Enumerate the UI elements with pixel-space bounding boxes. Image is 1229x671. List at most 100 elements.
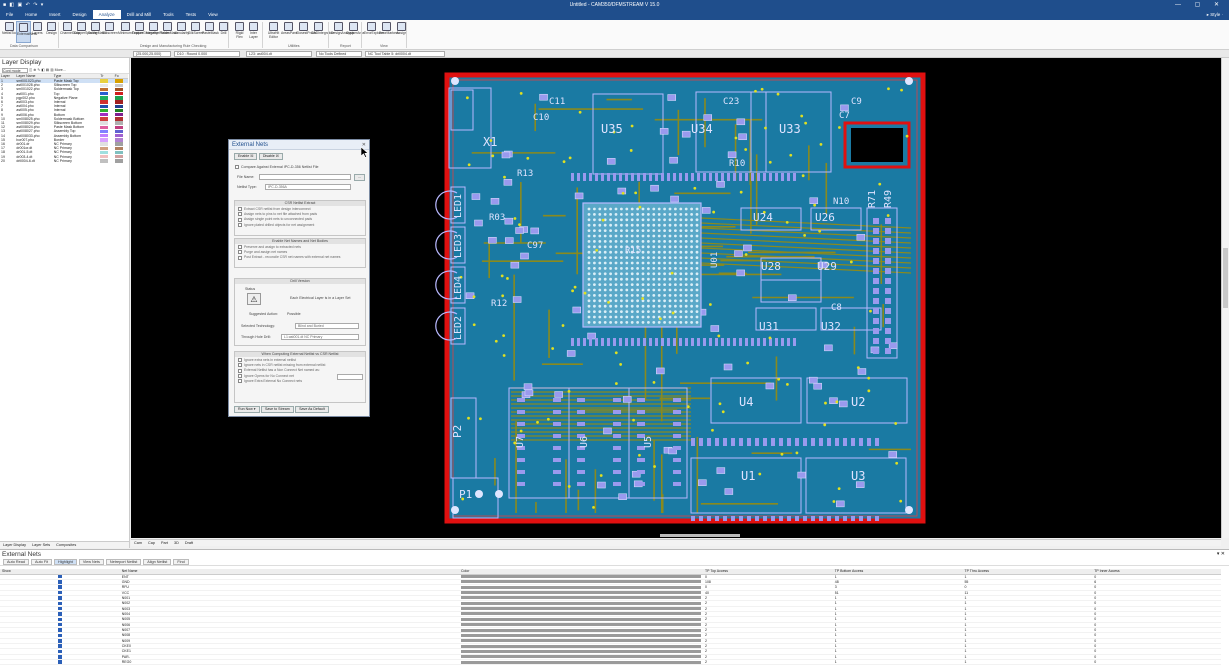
close-icon[interactable]: ✕ — [361, 142, 366, 148]
layer-fill-swatch[interactable] — [114, 138, 123, 142]
layer-color-swatch[interactable] — [100, 121, 109, 125]
option-checkbox[interactable] — [238, 358, 242, 363]
compare-checkbox[interactable] — [235, 165, 239, 170]
canvas-tab[interactable]: Cap — [148, 541, 155, 545]
option-checkbox[interactable] — [238, 245, 242, 250]
show-checkbox[interactable] — [57, 644, 62, 648]
layer-color-swatch[interactable] — [100, 125, 109, 129]
dialog-option[interactable]: Ignore nets in CSR netlist missing from … — [238, 363, 362, 368]
net-color-bar[interactable] — [461, 575, 702, 579]
layer-fill-swatch[interactable] — [114, 129, 123, 134]
option-checkbox[interactable] — [238, 207, 242, 212]
style-menu[interactable]: ▸ Style · — [1206, 12, 1223, 17]
layer-fill-swatch[interactable] — [114, 79, 123, 83]
option-checkbox[interactable] — [238, 250, 242, 255]
ribbon-button-9[interactable]: CopperGeometry — [132, 21, 158, 43]
layer-fill-swatch[interactable] — [114, 134, 123, 138]
menu-tests[interactable]: Tests — [185, 12, 197, 17]
layer-color-swatch[interactable] — [100, 117, 109, 121]
net-color-bar[interactable] — [461, 607, 702, 611]
net-color-bar[interactable] — [461, 660, 702, 664]
ribbon-button-2[interactable]: Layers — [30, 21, 45, 43]
layer-column-header[interactable]: Type — [52, 74, 100, 79]
layer-panel-tab[interactable]: Layer Display — [3, 543, 27, 547]
dialog-option[interactable]: Post Extract - reconcile CSR net names w… — [238, 255, 362, 260]
nets-column-header[interactable]: TP Thru Access — [962, 569, 1093, 575]
dialog-option[interactable]: Ignore Extra External No Connect nets — [238, 379, 362, 384]
canvas-tab[interactable]: 3D — [173, 541, 179, 545]
disable-button[interactable]: Disable ☒ — [258, 153, 284, 160]
enable-button[interactable]: Enable ☒ — [234, 153, 258, 160]
nets-tool-button[interactable]: Align Netlist — [143, 559, 172, 565]
option-checkbox[interactable] — [238, 373, 242, 378]
option-checkbox[interactable] — [238, 217, 242, 222]
browse-button[interactable]: ... — [354, 174, 365, 181]
layer-color-swatch[interactable] — [100, 138, 109, 142]
show-checkbox[interactable] — [57, 660, 62, 664]
dialog-option[interactable]: Ignore plated drilled objects for net as… — [238, 223, 362, 228]
show-checkbox[interactable] — [57, 612, 62, 616]
net-color-bar[interactable] — [461, 655, 702, 659]
layer-fill-swatch[interactable] — [114, 113, 123, 117]
layer-fill-swatch[interactable] — [114, 108, 123, 113]
layer-column-header[interactable]: Layer Name — [15, 74, 53, 79]
option-checkbox[interactable] — [238, 363, 242, 368]
net-color-bar[interactable] — [461, 617, 702, 621]
layer-column-header[interactable]: Layer — [0, 74, 16, 79]
ribbon-button-5[interactable]: CopperSpacing — [74, 21, 97, 43]
net-color-bar[interactable] — [461, 644, 702, 648]
ribbon-button-14[interactable]: PasteMask — [202, 21, 219, 43]
nets-column-header[interactable]: Net Name — [119, 569, 460, 575]
nets-tool-button[interactable]: Highlight — [54, 559, 77, 565]
ribbon-button-18[interactable]: UltraHit Editor — [266, 21, 281, 43]
show-checkbox[interactable] — [57, 606, 62, 611]
show-checkbox[interactable] — [57, 628, 62, 632]
ribbon-button-11[interactable]: SolderMask — [160, 21, 178, 43]
net-color-bar[interactable] — [461, 649, 702, 653]
layer-fill-swatch[interactable] — [114, 83, 123, 87]
net-color-bar[interactable] — [461, 580, 702, 584]
layer-color-swatch[interactable] — [100, 79, 109, 83]
dialog-option[interactable]: External Netlist has a Non Connect Net n… — [238, 368, 362, 373]
layer-color-swatch[interactable] — [100, 96, 109, 100]
layer-fill-swatch[interactable] — [114, 142, 123, 146]
option-checkbox[interactable] — [238, 368, 242, 373]
net-color-bar[interactable] — [461, 585, 702, 589]
layer-column-header[interactable]: Tr — [99, 74, 114, 79]
menu-drill-and-mill[interactable]: Drill and Mill — [126, 12, 152, 17]
ribbon-button-8[interactable]: MinimumFeature — [118, 21, 143, 43]
layer-fill-swatch[interactable] — [114, 150, 123, 155]
show-checkbox[interactable] — [57, 601, 62, 606]
layer-color-swatch[interactable] — [100, 91, 109, 96]
net-color-bar[interactable] — [461, 601, 702, 605]
option-checkbox[interactable] — [238, 212, 242, 217]
ribbon-button-4[interactable]: ChannelData — [60, 21, 80, 43]
layer-fill-swatch[interactable] — [114, 96, 123, 100]
ribbon-button-23[interactable]: CopperArea — [346, 21, 364, 43]
nets-column-header[interactable]: TP Top Access — [703, 569, 833, 575]
nets-column-header[interactable]: Show — [0, 569, 120, 575]
show-checkbox[interactable] — [57, 622, 62, 627]
option-checkbox[interactable] — [238, 222, 242, 227]
dialog-option[interactable]: Assign single point nets to unconnected … — [238, 217, 362, 222]
ribbon-button-21[interactable]: CADIntegration — [311, 21, 334, 43]
layer-color-swatch[interactable] — [100, 134, 109, 138]
